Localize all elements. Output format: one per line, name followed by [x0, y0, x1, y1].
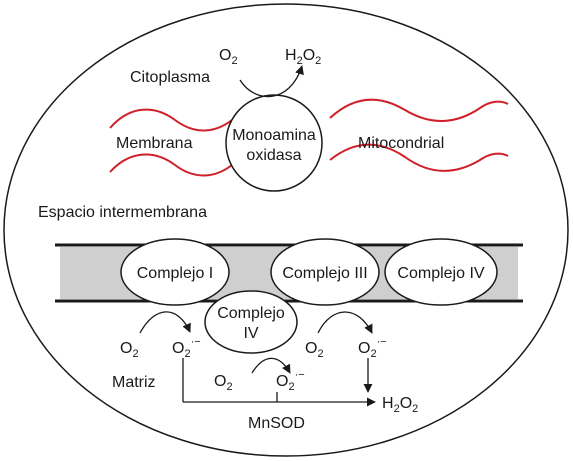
complejo-iv-right-label: Complejo IV — [397, 265, 484, 282]
superoxide-center: O2·− — [276, 369, 305, 393]
espacio-label: Espacio intermembrana — [38, 204, 207, 221]
monoamina-oxidasa-enzyme — [225, 94, 323, 192]
complejo-iv-center — [204, 290, 298, 354]
mnsod-label: MnSOD — [248, 415, 305, 432]
o2-center: O2 — [214, 373, 233, 393]
outer-membrane-wave-bottom — [109, 143, 509, 177]
o2-left: O2 — [120, 340, 139, 360]
monoamina-label: Monoamina — [232, 127, 316, 144]
complejo-i — [120, 238, 230, 306]
cell-outline — [3, 3, 569, 457]
matriz-label: Matriz — [112, 374, 156, 391]
complejo-iii — [270, 238, 380, 306]
complejo-i-arrow — [139, 311, 191, 334]
h2o2-cytoplasm: H2O2 — [285, 47, 321, 67]
h2o2-matrix: H2O2 — [382, 395, 418, 415]
o2-right: O2 — [305, 340, 324, 360]
superoxide-right: O2·− — [358, 336, 387, 360]
superoxide-left: O2·− — [172, 336, 201, 360]
mitocondrial-label: Mitocondrial — [358, 135, 444, 152]
citoplasma-label: Citoplasma — [130, 69, 210, 86]
mao-reaction-arrow — [239, 65, 304, 98]
complejo-iv-center-label-2: IV — [243, 325, 258, 342]
complejo-iv-center-label-1: Complejo — [217, 305, 285, 322]
oxidasa-label: oxidasa — [246, 147, 301, 164]
complejo-iv-arrow — [251, 357, 291, 374]
complejo-iii-arrow — [317, 311, 373, 334]
complejo-iii-label: Complejo III — [282, 265, 367, 282]
outer-membrane-wave-top — [109, 98, 509, 132]
complejo-i-label: Complejo I — [137, 265, 213, 282]
membrana-label: Membrana — [116, 135, 193, 152]
o2-cytoplasm: O2 — [219, 47, 238, 67]
complejo-iv-right — [384, 238, 498, 306]
